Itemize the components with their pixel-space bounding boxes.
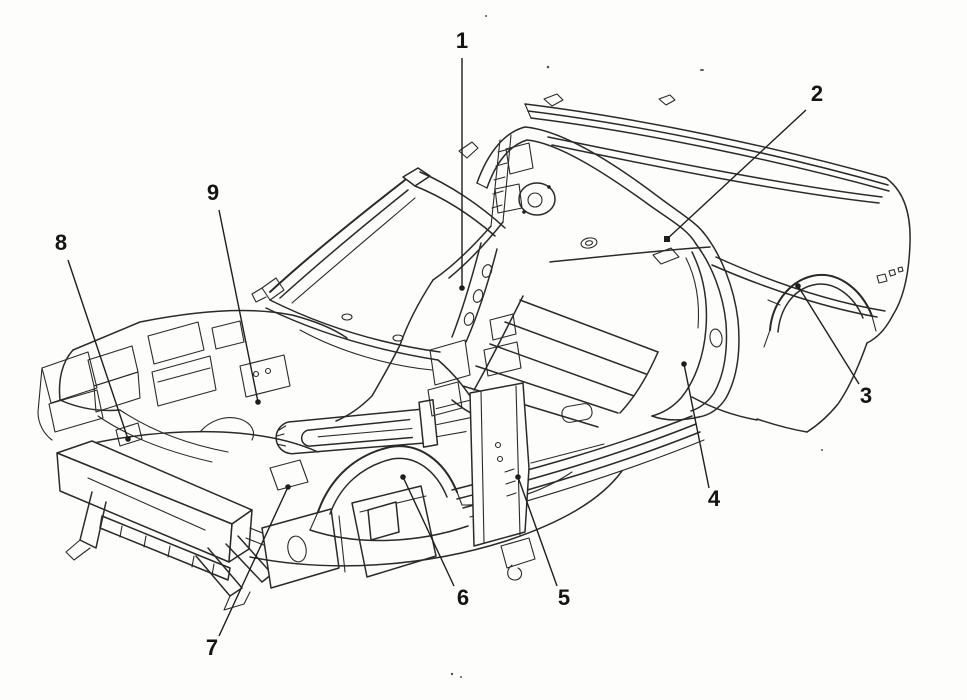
- callout-1: 1: [456, 28, 468, 291]
- callout-6: 6: [400, 474, 469, 610]
- callout-number: 3: [860, 383, 872, 408]
- callout-target-square: [664, 236, 670, 242]
- rear-deck-rails: [524, 93, 890, 265]
- front-bumper-beam: [56, 440, 331, 611]
- callout-target-dot: [255, 399, 261, 405]
- windshield-frame: [251, 167, 506, 397]
- callout-leader-line: [797, 285, 860, 385]
- callout-number: 6: [457, 585, 469, 610]
- callout-number: 9: [207, 180, 219, 205]
- callouts-layer: 1 2 3 4 5 6 7 8 9: [55, 28, 872, 660]
- front-compartment: [37, 309, 348, 463]
- callout-3: 3: [795, 283, 872, 408]
- callout-5: 5: [515, 474, 570, 610]
- hinge-pillar-panel: [469, 313, 536, 581]
- callout-number: 5: [558, 585, 570, 610]
- callout-leader-line: [402, 476, 455, 587]
- callout-target-dot: [795, 283, 801, 289]
- callout-leader-line: [517, 476, 558, 587]
- callout-7: 7: [206, 484, 291, 660]
- callout-number: 8: [55, 230, 67, 255]
- callout-leader-line: [67, 259, 129, 440]
- callout-4: 4: [681, 361, 721, 511]
- callout-2: 2: [664, 81, 823, 242]
- callout-number: 1: [456, 28, 468, 53]
- callout-leader-line: [683, 363, 710, 489]
- serpentine-duct: [275, 398, 473, 455]
- callout-target-dot: [459, 285, 465, 291]
- lower-front-panels: [261, 459, 437, 589]
- callout-target-dot: [285, 484, 291, 490]
- callout-leader-line: [218, 209, 259, 403]
- callout-leader-line: [666, 109, 807, 240]
- lock-pillar-loop: [651, 231, 740, 421]
- scan-specks: [450, 15, 823, 678]
- callout-target-dot: [125, 436, 131, 442]
- callout-target-dot: [400, 474, 406, 480]
- callout-leader-line: [218, 486, 289, 637]
- rear-quarter-panel: [691, 177, 911, 433]
- callout-number: 7: [206, 635, 218, 660]
- callout-target-dot: [681, 361, 687, 367]
- callout-number: 2: [811, 81, 823, 106]
- callout-8: 8: [55, 230, 131, 442]
- callout-number: 4: [708, 486, 721, 511]
- callout-target-dot: [515, 474, 521, 480]
- front-wheelhouse: [249, 445, 623, 567]
- callout-9: 9: [207, 180, 261, 405]
- dash-supports: [299, 279, 471, 422]
- halo-bar-and-belt-tower: [432, 126, 704, 281]
